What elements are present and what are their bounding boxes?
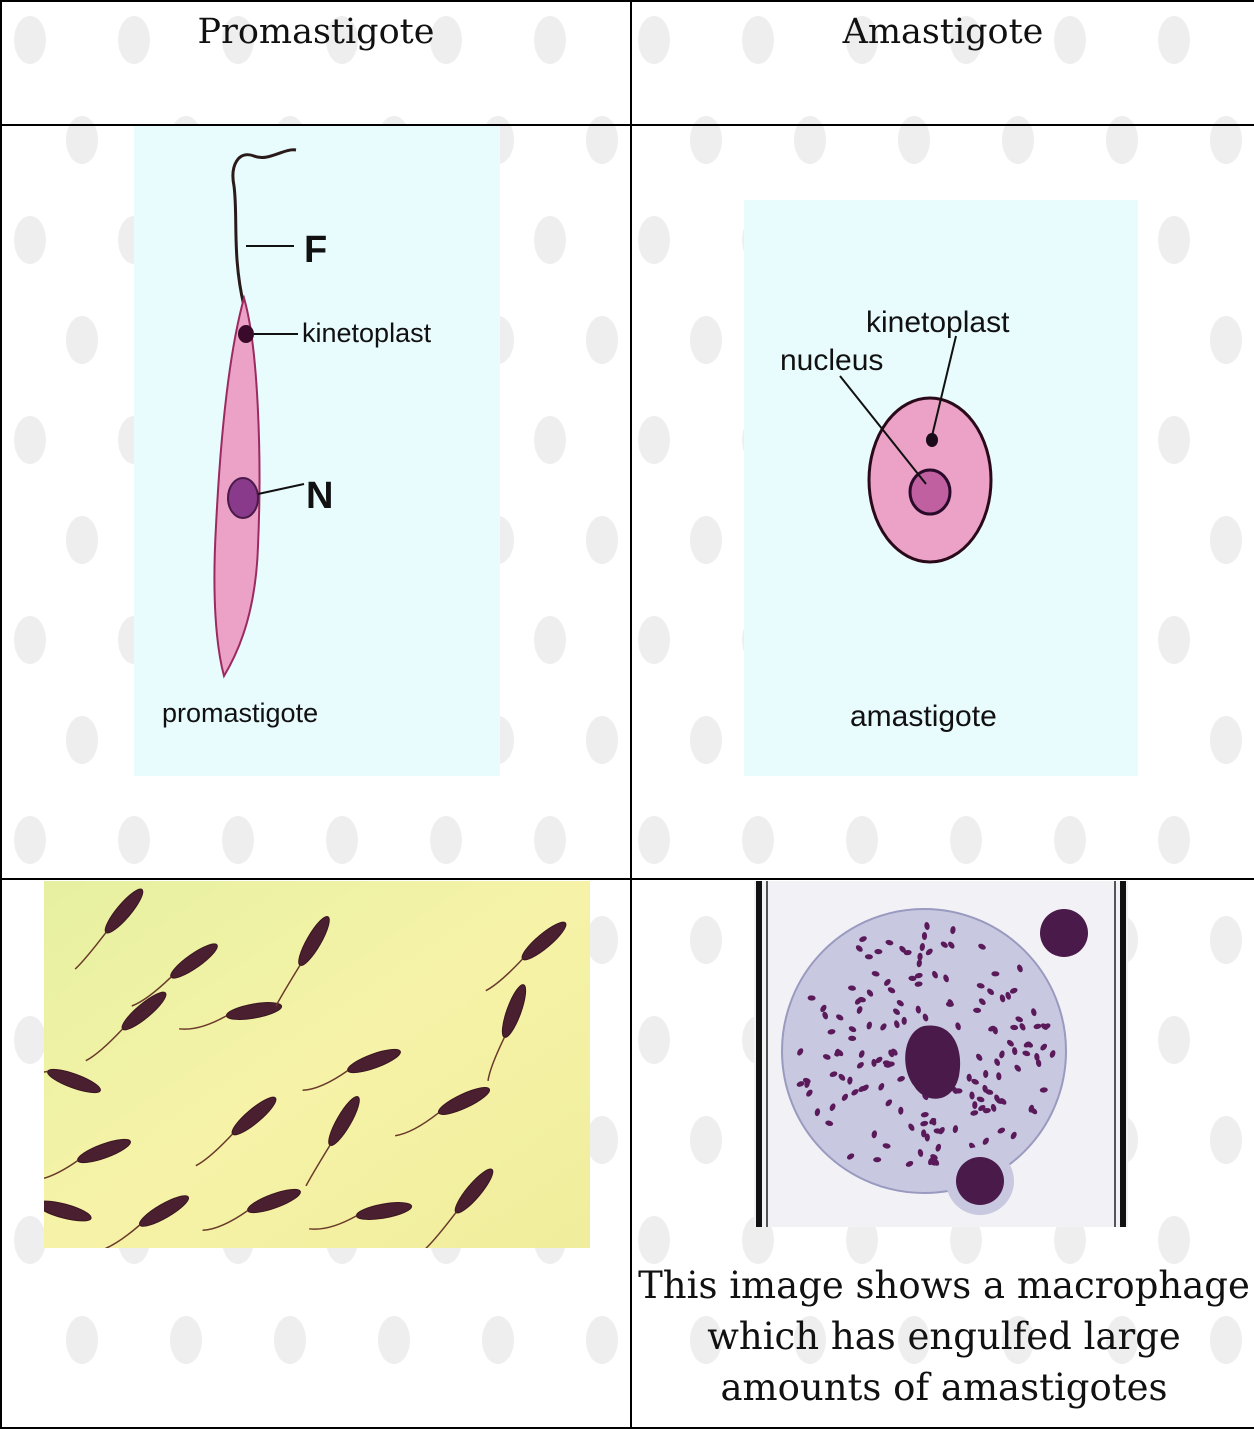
photo-cell-promastigote xyxy=(1,879,631,1428)
diagram-cell-amastigote xyxy=(631,125,1254,879)
diagram-cell-promastigote xyxy=(1,125,631,879)
header-cell-amastigote: Amastigote xyxy=(631,1,1254,125)
photo-cell-amastigote xyxy=(631,879,1254,1428)
header-cell-promastigote: Promastigote xyxy=(1,1,631,125)
header-promastigote: Promastigote xyxy=(2,2,630,52)
header-amastigote: Amastigote xyxy=(632,2,1254,52)
